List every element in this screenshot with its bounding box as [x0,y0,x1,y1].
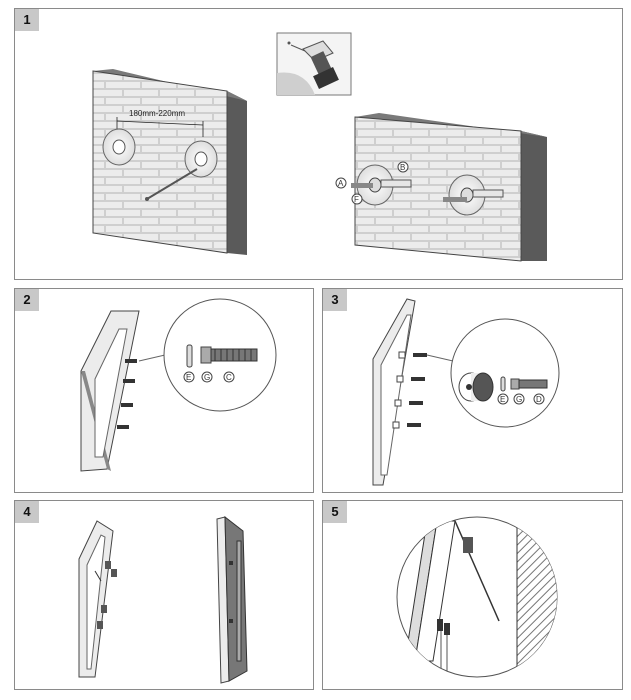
step-4-illustration [78,515,248,684]
step-number: 1 [15,9,39,31]
tv-back-view [80,310,140,472]
spacer-cylinder [458,372,494,402]
part-label-G: G [516,395,522,404]
part-label-D: D [536,395,542,404]
screws-and-spacers [392,351,427,429]
step-5-panel: 5 [322,500,623,690]
step-3-panel: 3 E G [322,288,623,493]
callout-B [397,161,409,173]
step-2-illustration: E G C [80,298,277,472]
step-1-illustration: 180mm-220mm A [92,32,547,262]
step-number: 5 [323,501,347,523]
left-brick-wall: 180mm-220mm [92,69,247,255]
part-label-E: E [500,395,505,404]
zoom-circle [450,318,560,428]
tv-angled-view [78,520,117,678]
zoom-parts [186,344,258,368]
step-5-illustration [396,516,558,678]
callout-A [335,177,347,189]
step-number: 2 [15,289,39,311]
tv-back-view [372,298,416,486]
part-label-G: G [204,373,210,382]
callout-F [351,193,363,205]
step-number: 4 [15,501,39,523]
step-3-illustration: E G D [372,298,560,486]
step-1-panel: 1 180mm-220mm [14,8,623,280]
right-brick-wall: A B F [335,113,547,262]
screws [117,359,137,429]
drill-inset [276,32,352,96]
step-4-panel: 4 [14,500,314,690]
callout-B-label: B [400,163,405,172]
tv-side-view [216,515,248,684]
step-number: 3 [323,289,347,311]
callout-F-label: F [354,195,359,204]
dimension-label: 180mm-220mm [129,109,185,118]
part-label-E: E [186,373,191,382]
step-2-panel: 2 E G C [14,288,314,493]
callout-A-label: A [338,179,344,188]
part-label-C: C [226,373,232,382]
zoom-parts [500,376,548,392]
